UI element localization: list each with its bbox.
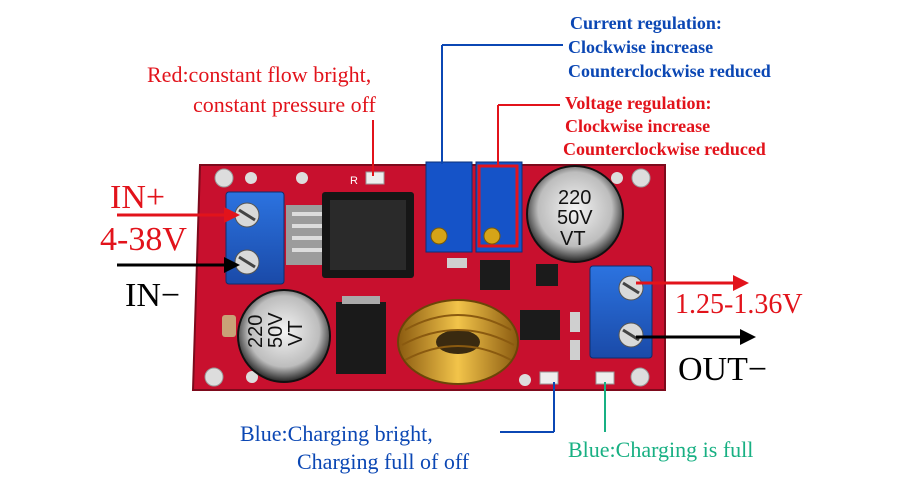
current-regulation-title: Current regulation: — [570, 13, 722, 33]
cap-bottom-line1: 220 — [245, 315, 267, 348]
cap-top-line3: VT — [560, 228, 586, 250]
blue-led-note-line1: Blue:Charging bright, — [240, 421, 433, 446]
out-minus-label: OUT− — [678, 351, 768, 388]
mount-hole — [630, 367, 650, 387]
red-led-note-line1: Red:constant flow bright, — [147, 62, 372, 87]
mount-hole — [631, 168, 651, 188]
input-voltage-range: 4-38V — [100, 221, 187, 258]
leds — [365, 171, 615, 385]
voltage-potentiometer — [475, 161, 523, 253]
regulator-ic — [286, 192, 414, 278]
toroid-inductor — [397, 299, 519, 385]
top-capacitor — [526, 165, 624, 263]
input-terminal-block — [225, 191, 285, 285]
in-plus-label: IN+ — [110, 179, 166, 216]
red-led-note-line2: constant pressure off — [193, 92, 376, 117]
arrow-out-minus — [636, 329, 756, 345]
current-regulation-counterclockwise: Counterclockwise reduced — [568, 61, 771, 81]
smd-components — [222, 258, 580, 374]
mount-hole — [214, 168, 234, 188]
output-terminal-block — [589, 265, 653, 359]
current-regulation-clockwise: Clockwise increase — [568, 37, 714, 57]
arrow-in-minus — [117, 257, 240, 273]
voltage-regulation-counterclockwise: Counterclockwise reduced — [563, 139, 766, 159]
voltage-regulation-title: Voltage regulation: — [565, 93, 712, 113]
cap-top-line1: 220 — [558, 187, 591, 209]
cap-bottom-line2: 50V — [265, 312, 287, 348]
in-minus-label: IN− — [125, 277, 181, 314]
arrow-out-plus — [636, 275, 749, 291]
silk-r: R — [350, 175, 358, 187]
arrow-in-plus — [117, 207, 240, 223]
current-potentiometer — [425, 161, 473, 253]
mount-hole — [204, 367, 224, 387]
cap-top-line2: 50V — [557, 207, 593, 229]
bottom-capacitor — [237, 289, 331, 383]
cap-bottom-line3: VT — [285, 320, 307, 346]
output-voltage-label: 1.25-1.36V — [675, 289, 803, 320]
blue-led-note-line2: Charging full of off — [297, 449, 470, 474]
voltage-regulation-clockwise: Clockwise increase — [565, 116, 711, 136]
charging-full-led-note: Blue:Charging is full — [568, 437, 754, 462]
